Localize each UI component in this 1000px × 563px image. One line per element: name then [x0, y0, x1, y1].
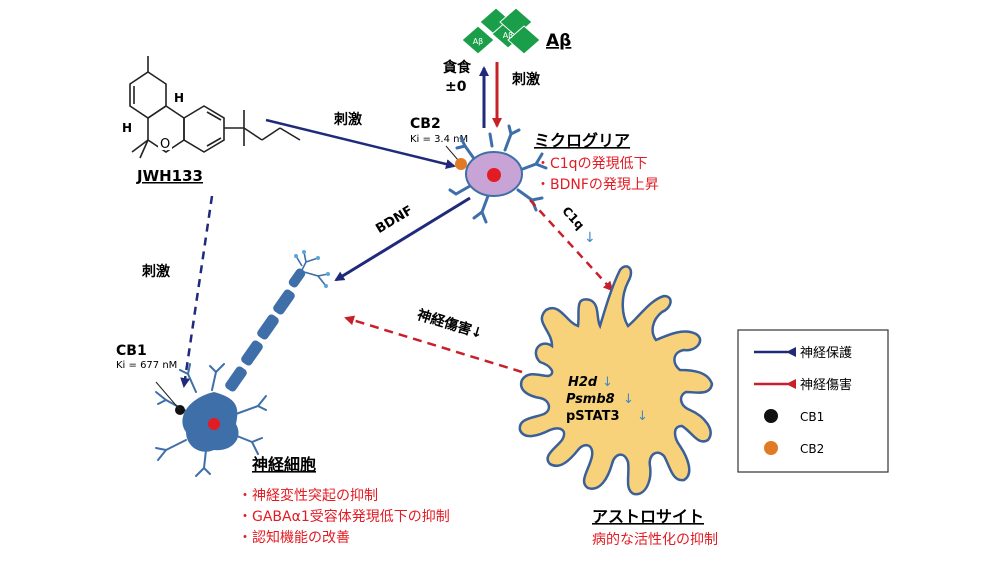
- astrocyte-title: アストロサイト: [592, 507, 704, 526]
- astrocyte-markers: H2d ↓ Psmb8 ↓ pSTAT3 ↓: [566, 375, 648, 424]
- compound-name: JWH133: [136, 167, 203, 185]
- abeta-plaque-icon: Aβ Aβ: [461, 7, 541, 55]
- cb2-label: CB2: [410, 116, 441, 132]
- jwh-to-cb1-arrow: [180, 195, 214, 388]
- bdnf-label: BDNF: [373, 203, 415, 237]
- cb1-ki: Ki = 677 nM: [116, 360, 177, 371]
- marker-h2d-arrow: ↓: [602, 375, 613, 390]
- legend-cb2-dot: [764, 441, 778, 455]
- microglia-effect-1: ・C1qの発現低下: [536, 156, 648, 172]
- legend-damage-label: 神経傷害: [800, 377, 852, 393]
- marker-psmb8-arrow: ↓: [623, 392, 634, 407]
- jwh133-structure: [129, 56, 301, 159]
- astrocyte-subtitle: 病的な活性化の抑制: [592, 532, 718, 548]
- cb2-ki: Ki = 3.4 nM: [410, 134, 468, 145]
- h-label-top: H: [174, 91, 184, 105]
- microglia-effect-2: ・BDNFの発現上昇: [536, 177, 659, 193]
- legend-box: [737, 329, 889, 473]
- legend-cb2-label: CB2: [800, 442, 824, 456]
- legend-cb1-label: CB1: [800, 410, 824, 424]
- legend: 神経保護 神経傷害 CB1 CB2: [737, 329, 889, 473]
- microglia-title: ミクログリア: [534, 131, 630, 150]
- c1q-arrow: [529, 199, 614, 292]
- abeta-plaque-text-2: Aβ: [503, 31, 514, 40]
- neuro-damage-label: 神経傷害↓: [415, 306, 485, 342]
- phagocytosis-value: ±0: [445, 79, 467, 95]
- cb2-pointer: [445, 145, 459, 161]
- legend-protect-label: 神経保護: [800, 345, 852, 361]
- phagocytosis-label: 貪食: [442, 59, 472, 76]
- c1q-label: C1q: [559, 204, 587, 232]
- cb1-pointer: [155, 381, 181, 411]
- abeta-plaque-text: Aβ: [473, 37, 484, 46]
- neuron-effect-2: ・GABAα1受容体発現低下の抑制: [238, 508, 450, 525]
- cb2-receptor-dot: [455, 158, 467, 170]
- oxygen-gap: [158, 136, 172, 150]
- o-label: O: [160, 137, 170, 152]
- cb1-label: CB1: [116, 343, 147, 359]
- jwh-stim-label: 刺激: [334, 111, 362, 128]
- marker-pstat3: pSTAT3: [566, 409, 620, 424]
- bdnf-arrow: [334, 196, 471, 282]
- neuro-damage-arrow: [344, 315, 523, 374]
- cb1-stim-label: 刺激: [142, 263, 170, 280]
- legend-cb1-dot: [764, 409, 778, 423]
- neuron-title: 神経細胞: [252, 455, 316, 474]
- marker-h2d: H2d: [568, 375, 598, 390]
- astrocyte-cell: [518, 265, 714, 496]
- abeta-stim-label: 刺激: [512, 71, 540, 88]
- marker-pstat3-arrow: ↓: [637, 409, 648, 424]
- h-label-left: H: [122, 121, 132, 135]
- neuron-effect-3: ・認知機能の改善: [238, 529, 350, 546]
- neuron-effect-1: ・神経変性突起の抑制: [238, 487, 378, 504]
- jwh-to-cb2-arrow: [265, 118, 456, 169]
- c1q-down-arrow: ↓: [584, 230, 596, 246]
- marker-psmb8: Psmb8: [566, 392, 615, 407]
- microglia-cell: [448, 124, 548, 224]
- neuron-cell: [155, 250, 330, 477]
- abeta-label: Aβ: [546, 31, 571, 51]
